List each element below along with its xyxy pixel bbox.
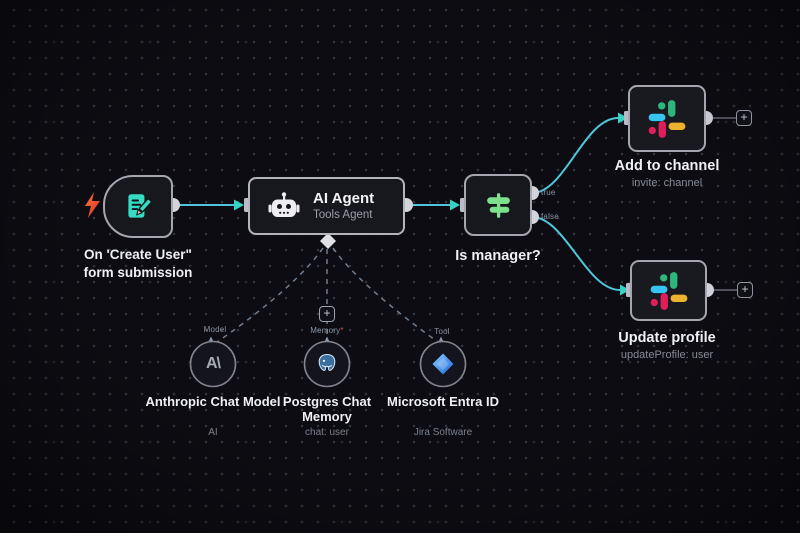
output-label-false: false [541,212,559,221]
switch-label: Is manager? [438,248,558,264]
wire-invite-arrow-icon [618,112,628,124]
add-node-button-update[interactable]: + [737,282,753,298]
model-label-line2: Model [242,394,281,409]
trigger-bolt-icon [85,192,100,218]
tool-label-line2: ID [485,394,499,409]
model-label: Anthropic Chat Model [143,394,283,409]
anthropic-icon: A\ [201,352,225,376]
memory-required-asterisk: * [340,325,344,335]
slack-icon [648,99,686,138]
robot-icon [268,192,300,217]
node-form-trigger[interactable] [103,175,173,238]
wire-update-arrow-icon [620,284,630,296]
slack-invite-subtitle: invite: channel [631,177,703,189]
output-label-true: true [541,188,556,197]
wire-false-to-update [531,216,621,291]
wire-true-to-invite [531,117,619,194]
slack-invite-title: Add to channel [614,158,720,174]
node-anthropic-model[interactable] [189,340,237,388]
slack-update-label: Update profile updateProfile: user [577,330,757,361]
memory-label: Postgres Chat Memory [257,394,397,425]
slack-update-title: Update profile [618,330,716,346]
agent-title: AI Agent [313,189,375,207]
wire-switch-arrow-icon [450,199,460,211]
slack-invite-label: Add to channel invite: channel [577,158,757,189]
memory-label-line2: Memory [302,409,352,425]
agent-subtitle: Tools Agent [313,209,373,222]
port-label-memory-text: Memory [310,325,341,335]
node-ai-agent[interactable]: AI Agent Tools Agent [248,177,405,235]
port-label-memory: Memory* [297,326,357,335]
wire-trigger-arrow-icon [234,199,244,211]
add-memory-button[interactable]: + [319,306,335,322]
node-is-manager[interactable] [464,174,532,236]
tool-label: Microsoft Entra ID [373,394,513,409]
wire-agent-to-tool [332,247,439,343]
model-label-line1: Anthropic Chat [145,394,240,409]
postgres-elephant-icon [318,353,336,371]
memory-label-line1: Postgres Chat [282,394,372,409]
form-icon [128,193,152,218]
trigger-label: On 'Create User" form submission [48,246,228,281]
add-node-button-invite[interactable]: + [736,110,752,126]
tool-label-line1: Microsoft Entra [387,394,483,409]
entra-diamond-icon [432,353,454,375]
anthropic-glyph: A\ [206,355,221,372]
slack-icon [650,271,687,310]
trigger-label-line2: form submission [83,264,193,280]
agent-subnode-port[interactable] [320,233,336,249]
port-label-model: Model [203,325,227,334]
model-subtitle: AI [208,427,218,438]
node-slack-add-to-channel[interactable] [628,85,706,152]
switch-label-text: Is manager? [455,248,541,264]
slack-update-subtitle: updateProfile: user [620,349,714,361]
node-slack-update-profile[interactable] [630,260,707,321]
switch-icon [486,192,510,218]
trigger-label-line1: On 'Create User" [84,247,192,262]
entra-icon [430,351,456,377]
memory-subtitle: chat: user [305,427,349,438]
tool-subtitle: Jira Software [413,427,473,438]
port-label-tool: Tool [434,327,450,336]
postgres-icon [314,351,340,377]
wire-agent-to-model [216,247,324,343]
